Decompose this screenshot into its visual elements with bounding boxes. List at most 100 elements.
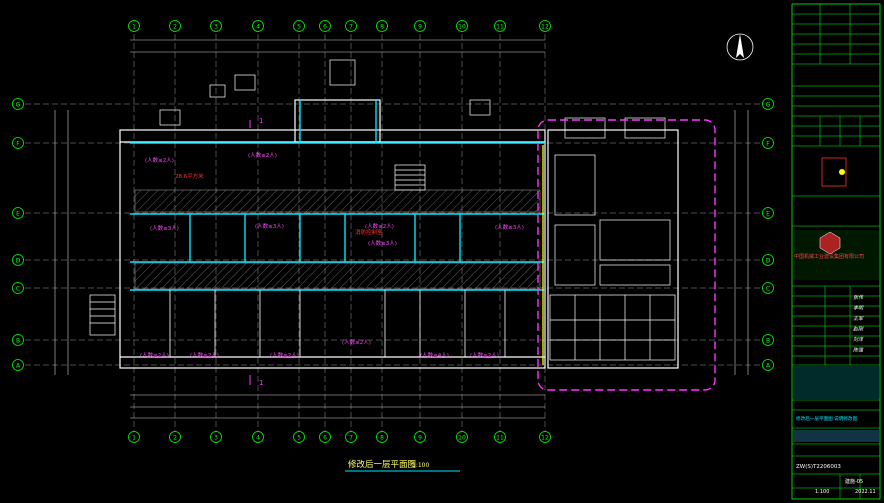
grid-col-label: 10 [458, 434, 466, 441]
grid-bubble-row [12, 137, 24, 149]
roof-equipment [159, 59, 491, 126]
room-occupancy-label: (人数≤2人) [145, 156, 174, 164]
drawing-date: 2022.11 [855, 489, 876, 495]
grid-bubble-col [345, 20, 357, 32]
signature-text: 王军 [853, 316, 864, 322]
grid-row-label: E [766, 210, 770, 217]
grid-bubble-col [293, 431, 305, 443]
room-occupancy-label: (人数≤2人) [140, 351, 169, 359]
room-occupancy-label: (人数≤2人) [470, 351, 499, 359]
grid-row-label: B [16, 337, 20, 344]
grid-row-label: A [766, 362, 771, 369]
grid-bubble-row [762, 254, 774, 266]
grid-bubble-col [494, 431, 506, 443]
signature-text: 赵刚 [853, 326, 864, 333]
grid-col-label: 11 [496, 434, 504, 441]
grid-col-label: 7 [349, 434, 353, 441]
grid-col-label: 1 [132, 23, 136, 30]
drawing-title: 修改后一层平面图 [348, 459, 416, 470]
room-occupancy-label: (人数≤2人) [190, 351, 219, 359]
grid-bubble-col [494, 20, 506, 32]
signature-text: 刘洋 [853, 336, 864, 343]
top-dimension-lines [54, 39, 749, 419]
grid-bubble-col [414, 20, 426, 32]
grid-bubble-col [319, 20, 331, 32]
grid-bubble-col [539, 20, 551, 32]
grid-row-label: G [766, 101, 771, 108]
grid-col-label: 7 [349, 23, 353, 30]
grid-col-label: 6 [323, 23, 327, 30]
grid-bubble-col [252, 20, 264, 32]
grid-bubble-col [376, 431, 388, 443]
grid-col-label: 3 [214, 434, 218, 441]
grid-bubble-row [762, 334, 774, 346]
fire-control-note: 消防控制室 [355, 228, 383, 236]
grid-bubble-col [345, 431, 357, 443]
project-code: ZW(S)T2206003 [796, 464, 841, 470]
area-note: 28.6平方米 [175, 172, 204, 180]
grid-col-label: 4 [256, 434, 260, 441]
section-label-bottom: 1 [259, 379, 263, 387]
grid-bubble-row [762, 207, 774, 219]
grid-col-label: 6 [323, 434, 327, 441]
annex-outline [537, 119, 716, 391]
grid-bubble-col [414, 431, 426, 443]
grid-bubble-col [319, 431, 331, 443]
room-occupancy-label: (人数≤4人) [420, 351, 449, 359]
grid-col-label: 5 [297, 434, 301, 441]
grid-row-label: E [16, 210, 20, 217]
grid-bubble-row [12, 98, 24, 110]
grid-bubble-col [128, 431, 140, 443]
grid-col-label: 3 [214, 23, 218, 30]
grid-row-label: F [766, 140, 770, 147]
grid-bubble-col [210, 20, 222, 32]
grid-row-label: A [16, 362, 21, 369]
grid-col-label: 1 [132, 434, 136, 441]
grid-bubble-row [12, 334, 24, 346]
signature-text: 张伟 [853, 294, 864, 301]
outer-walls [119, 99, 679, 369]
grid-col-label: 4 [256, 23, 260, 30]
grid-col-label: 11 [496, 23, 504, 30]
grid-bubble-col [293, 20, 305, 32]
company-name: 中国机械工业建设集团有限公司 [794, 253, 864, 260]
grid-bubble-col [128, 20, 140, 32]
grid-col-label: 12 [541, 434, 549, 441]
corridor-hatching [134, 189, 541, 290]
grid-col-label: 12 [541, 23, 549, 30]
grid-row-label: F [16, 140, 20, 147]
grid-bubble-col [169, 431, 181, 443]
grid-bubble-col [456, 20, 468, 32]
room-occupancy-label: (人数≤3人) [368, 239, 397, 247]
staircases [89, 164, 426, 336]
grid-bubble-col [539, 431, 551, 443]
room-occupancy-label: (人数≤2人) [248, 151, 277, 159]
grid-row-label: C [16, 285, 20, 292]
room-occupancy-label: (人数≤3人) [150, 224, 179, 232]
grid-row-label: G [16, 101, 21, 108]
grid-bubble-row [762, 282, 774, 294]
grid-lines [25, 34, 760, 432]
annex-equipment [549, 117, 676, 361]
grid-bubble-row [762, 137, 774, 149]
grid-bubble-col [210, 431, 222, 443]
grid-row-label: D [766, 257, 771, 264]
grid-bubble-row [762, 98, 774, 110]
grid-col-label: 2 [173, 23, 177, 30]
drawing-number: 建施-05 [845, 478, 863, 485]
drawing-name-text: 修改后一层平面图 说明修改图 [796, 415, 858, 422]
signature-text: 陈强 [853, 347, 864, 354]
grid-row-label: B [766, 337, 770, 344]
grid-col-label: 10 [458, 23, 466, 30]
grid-bubble-row [12, 254, 24, 266]
grid-col-label: 2 [173, 434, 177, 441]
grid-row-label: C [766, 285, 770, 292]
room-occupancy-label: (人数≤3人) [495, 223, 524, 231]
grid-bubble-col [169, 20, 181, 32]
grid-col-label: 5 [297, 23, 301, 30]
grid-bubble-col [376, 20, 388, 32]
grid-col-label: 8 [380, 23, 384, 30]
